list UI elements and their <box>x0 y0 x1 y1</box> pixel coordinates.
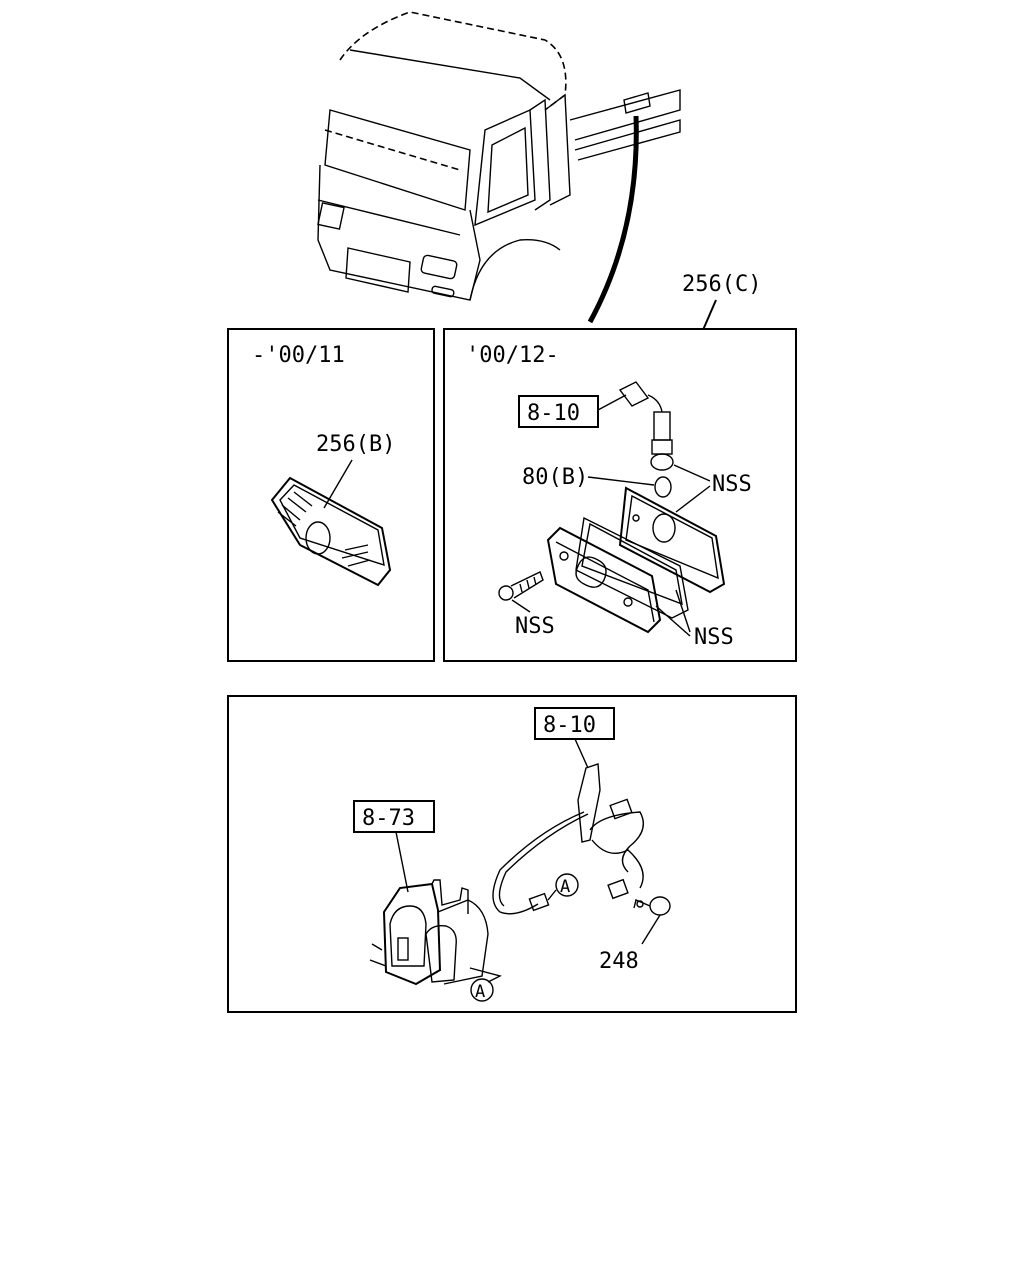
bulb-icon <box>654 476 672 498</box>
leader-nss-top-2 <box>675 485 711 513</box>
combination-lamp-icon <box>369 879 502 986</box>
screw-icon <box>498 571 544 601</box>
marker-lamp-old-icon <box>270 476 392 587</box>
wiring-harness-icon <box>492 763 644 915</box>
nss-label-top: NSS <box>712 472 752 497</box>
lamp-housing-icon <box>618 486 726 594</box>
panel-harness <box>227 695 797 1013</box>
connector-a-marker-1 <box>555 873 579 897</box>
leader-nss-bolt <box>511 599 531 613</box>
ref-label-8-10-bottom: 8-10 <box>543 713 596 738</box>
leader-248 <box>641 914 661 945</box>
leader-nss-gasket-2 <box>675 589 691 633</box>
leader-nss-top-1 <box>673 464 711 482</box>
part-label-80b: 80(B) <box>522 465 588 490</box>
connector-a-label-1: A <box>560 877 570 897</box>
lamp-lens-icon <box>546 526 662 634</box>
connector-a-label-2: A <box>475 982 485 1002</box>
period-label-old: -'00/11 <box>252 343 345 368</box>
part-label-256c: 256(C) <box>682 272 761 297</box>
ref-box-8-10-bottom[interactable] <box>534 707 615 740</box>
socket-harness-icon <box>618 381 674 471</box>
ref-label-8-10-top: 8-10 <box>527 401 580 426</box>
panel-old-lamp <box>227 328 435 662</box>
part-label-256b: 256(B) <box>316 432 395 457</box>
part-label-248: 248 <box>599 949 639 974</box>
connector-a-marker-2 <box>470 978 494 1002</box>
ref-label-8-73: 8-73 <box>362 806 415 831</box>
ref-box-8-73[interactable] <box>353 800 435 833</box>
panel-new-lamp <box>443 328 797 662</box>
leader-8-73 <box>395 831 409 893</box>
ref-box-8-10-top[interactable] <box>518 395 599 428</box>
period-label-new: '00/12- <box>466 343 559 368</box>
leader-256c <box>702 299 717 331</box>
leader-8-10-top <box>597 394 627 411</box>
leader-nss-gasket-1 <box>655 605 691 637</box>
truck-cab-illustration <box>317 11 681 324</box>
leader-80b <box>587 476 655 486</box>
nss-label-gasket: NSS <box>694 625 734 650</box>
nss-label-bolt: NSS <box>515 614 555 639</box>
gasket-icon <box>575 516 689 619</box>
leader-8-10-bottom <box>574 738 589 769</box>
